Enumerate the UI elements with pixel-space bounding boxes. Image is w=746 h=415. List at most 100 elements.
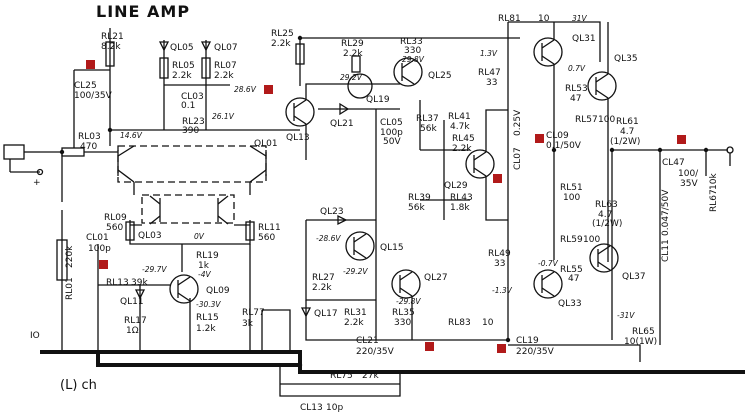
rl51-value: 100 (563, 193, 580, 203)
cl01-value: 100p (88, 244, 111, 254)
rl53-label: RL53 (565, 84, 588, 94)
cl09-value: 0.1/50V (546, 141, 582, 151)
rl45-label: RL45 (452, 134, 475, 144)
cl01-label: CL01 (86, 233, 109, 243)
rl17-label: RL17 (124, 316, 147, 326)
rl29-value: 2.2k (343, 49, 363, 59)
rl77-label: RL77 (242, 308, 265, 318)
channel-label: (L) ch (60, 378, 97, 393)
rl77-value: 3k (242, 319, 254, 329)
ql33-transistor (533, 269, 563, 299)
rl39-value: 56k (408, 203, 425, 213)
rl31-value: 2.2k (344, 318, 364, 328)
rl55-value: 47 (568, 274, 579, 284)
rl41-label: RL41 (448, 112, 471, 122)
ql19-label: QL19 (366, 95, 390, 105)
junction-dots (59, 35, 709, 368)
ql09-label: QL09 (206, 286, 230, 296)
voltage-neg-1-3: -1.3V (492, 286, 513, 295)
rl29-resistor (351, 55, 361, 73)
rl83-label: RL83 (448, 318, 471, 328)
rl49-label: RL49 (488, 249, 511, 259)
rl65-value: 10(1W) (624, 337, 657, 347)
rl09-label: RL09 (104, 213, 127, 223)
cl25-value: 100/35V (74, 91, 113, 101)
voltage-28-6: 28.6V (234, 85, 257, 94)
rl61-wattage: (1/2W) (610, 137, 640, 147)
rl23-label: RL23 (182, 117, 205, 127)
ql15-label: QL15 (380, 243, 404, 253)
rl13-label: RL13 (106, 278, 129, 288)
rl43-label: RL43 (450, 193, 473, 203)
rl81-value: 10 (538, 14, 550, 24)
ground-bus-left (96, 352, 300, 367)
cl21-label: CL21 (356, 336, 379, 346)
voltage-neg-29-8: -29.8V (396, 297, 421, 306)
rl25-value: 2.2k (271, 39, 291, 49)
rl43-value: 1.8k (450, 203, 470, 213)
ql35-label: QL35 (614, 54, 638, 64)
rl13-value: 39k (131, 278, 148, 288)
cl47-label: CL47 (662, 158, 685, 168)
diff-stage-wires (129, 182, 251, 245)
cl07-value: 0.25V (513, 109, 523, 136)
ql23-label: QL23 (320, 207, 344, 217)
ql09-transistor (169, 274, 199, 304)
rl61-label: RL61 (616, 117, 639, 127)
cl47-voltage: 35V (680, 179, 698, 189)
ql11-label: QL11 (120, 297, 144, 307)
rl11-resistor (245, 221, 255, 241)
input-wire (40, 151, 118, 352)
rl07-value: 2.2k (214, 71, 234, 81)
cl11-value: 0.047/50V (661, 189, 671, 236)
marker-6 (99, 260, 108, 269)
rl01-value: 220k (65, 245, 75, 268)
rl63-label: RL63 (595, 200, 618, 210)
rl39-label: RL39 (408, 193, 431, 203)
ql17-label: QL17 (314, 309, 338, 319)
rl35-label: RL35 (392, 308, 415, 318)
rl47-label: RL47 (478, 68, 501, 78)
ql33-label: QL33 (558, 299, 582, 309)
rl51-label: RL51 (560, 183, 583, 193)
rl15-label: RL15 (196, 313, 219, 323)
cl05-value: 100p (380, 128, 403, 138)
rl07-resistor (201, 57, 211, 79)
marker-5 (493, 174, 502, 183)
diagram-title: LINE AMP (96, 2, 190, 21)
cl21-value: 220/35V (356, 347, 395, 357)
negative-rail (508, 344, 641, 362)
rl01-resistor (56, 239, 68, 281)
marker-2 (264, 85, 273, 94)
rl31-label: RL31 (344, 308, 367, 318)
voltage-14-6: 14.6V (120, 131, 143, 140)
ql05-diode (158, 41, 170, 52)
rl05-resistor (159, 57, 169, 79)
cl13-value: 10p (326, 403, 343, 413)
voltage-31v: 31V (572, 14, 588, 23)
marker-1 (86, 60, 95, 69)
rl05-value: 2.2k (172, 71, 192, 81)
marker-3 (535, 134, 544, 143)
rl59-value: 100 (583, 235, 600, 245)
rl03-label: RL03 (78, 132, 101, 142)
rl25-label: RL25 (271, 29, 294, 39)
ql13-label: QL13 (286, 133, 310, 143)
ql31-label: QL31 (572, 34, 596, 44)
rl15-value: 1.2k (196, 324, 216, 334)
voltage-0-7: 0.7V (568, 64, 586, 73)
ql29-label: QL29 (444, 181, 468, 191)
ql03-label: QL03 (138, 231, 162, 241)
rl17-value: 1Ω (126, 326, 139, 336)
rl57-value: 100 (598, 115, 615, 125)
rl21-label: RL21 (101, 32, 124, 42)
rl63-value: 4.7 (598, 210, 612, 220)
rl07-label: RL07 (214, 61, 237, 71)
output-stage-wires (553, 22, 613, 340)
ql13-transistor (285, 97, 315, 127)
ql37-label: QL37 (622, 272, 646, 282)
ql27-transistor (391, 269, 421, 299)
voltage-0v: 0V (194, 232, 205, 241)
cl05-voltage: 50V (383, 137, 401, 147)
